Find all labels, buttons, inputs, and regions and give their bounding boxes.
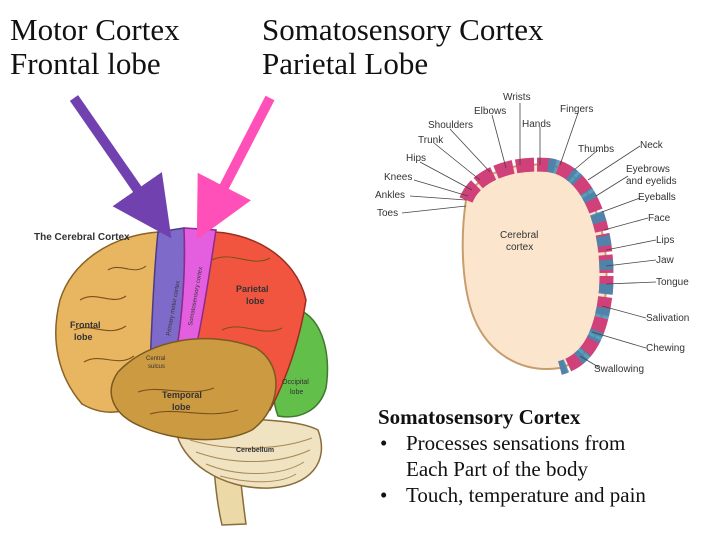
occipital-label-1: Occipital (282, 379, 309, 386)
motor-cortex-heading: Motor Cortex Frontal lobe (10, 13, 250, 81)
heading-line: Parietal Lobe (262, 46, 429, 81)
gyri-lines (73, 256, 283, 415)
somatosensory-cortex-heading: Somatosensory Cortex Parietal Lobe (262, 13, 622, 81)
pointer-lines (401, 103, 657, 369)
cerebellum-folds (189, 437, 313, 483)
eyebrows-label-1: Eyebrows (626, 164, 670, 175)
cortex-label-1: Cerebral (500, 230, 538, 241)
bullet-line: Processes sensations from (406, 431, 626, 455)
eyebrows-label-2: and eyelids (626, 176, 677, 187)
somatosensory-notes: Somatosensory Cortex • Processes sensati… (378, 404, 718, 508)
temporal-lobe (110, 338, 277, 441)
jaw-label: Jaw (656, 255, 675, 266)
frontal-label-1: Frontal (70, 320, 101, 330)
bullet-item: • Processes sensations from Each Part of… (378, 430, 718, 482)
chewing-label: Chewing (646, 343, 685, 354)
fingers-label: Fingers (560, 104, 593, 115)
bullet-line: Touch, temperature and pain (406, 483, 646, 507)
lips-label: Lips (656, 235, 674, 246)
tongue-label: Tongue (656, 277, 689, 288)
bullet-item: • Touch, temperature and pain (378, 482, 718, 508)
hips-label: Hips (406, 153, 426, 164)
ankles-label: Ankles (375, 190, 405, 201)
trunk-label: Trunk (418, 135, 444, 146)
heading-line: Frontal lobe (10, 46, 161, 81)
eyeballs-label: Eyeballs (638, 192, 676, 203)
bullet-line: Each Part of the body (406, 457, 588, 481)
homunculus-map: Cerebral cortex Wrists Finger (375, 92, 689, 375)
temporal-label-2: lobe (172, 402, 191, 412)
salivation-label: Salivation (646, 313, 689, 324)
heading-line: Somatosensory Cortex (262, 12, 544, 47)
frontal-label-2: lobe (74, 332, 93, 342)
parietal-label-1: Parietal (236, 284, 269, 294)
bullet-dot: • (380, 483, 388, 507)
cortex-label-2: cortex (506, 242, 533, 253)
toes-label: Toes (377, 208, 398, 219)
motor-arrow (69, 95, 172, 239)
notes-title: Somatosensory Cortex (378, 405, 581, 429)
shoulders-label: Shoulders (428, 120, 473, 131)
occipital-label-2: lobe (290, 389, 303, 396)
heading-line: Motor Cortex (10, 12, 180, 47)
swallowing-label: Swallowing (594, 364, 644, 375)
neck-label: Neck (640, 140, 664, 151)
brain-title: The Cerebral Cortex (34, 232, 130, 243)
bullet-dot: • (380, 431, 388, 455)
thumbs-label: Thumbs (578, 144, 614, 155)
central-sulcus-label-1: Central (146, 356, 165, 362)
hands-label: Hands (522, 119, 551, 130)
cerebellum-label: Cerebellum (236, 447, 274, 454)
parietal-label-2: lobe (246, 296, 265, 306)
knees-label: Knees (384, 172, 412, 183)
brain-illustration: The Cerebral Cortex Frontal lobe Parieta… (34, 227, 329, 526)
temporal-label-1: Temporal (162, 390, 202, 400)
face-label: Face (648, 213, 671, 224)
central-sulcus-label-2: sulcus (148, 364, 165, 370)
sensory-arrow (196, 95, 275, 240)
elbows-label: Elbows (474, 106, 506, 117)
color-band-inner (546, 158, 614, 375)
wrists-label: Wrists (503, 92, 531, 103)
